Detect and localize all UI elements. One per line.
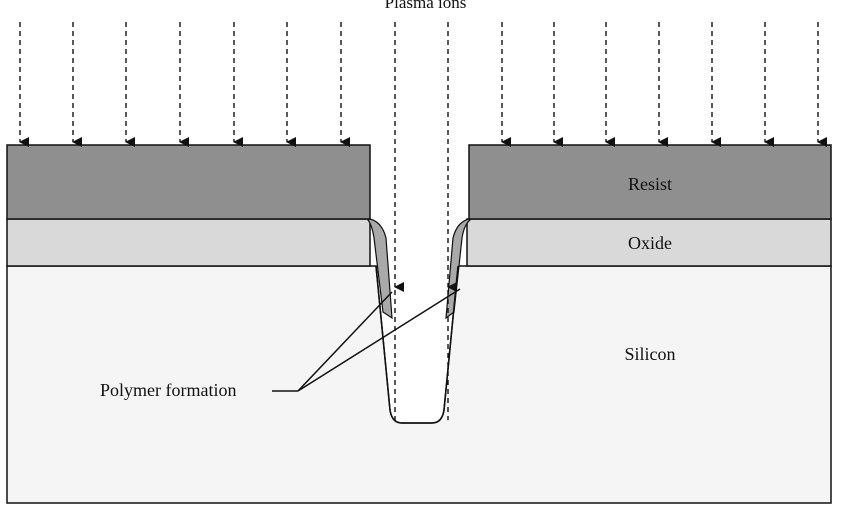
resist-label: Resist [627,174,672,194]
polymer-sidewall-left [367,218,393,320]
trench-outline [375,265,459,424]
plasma-ions-label: Plasma ions [384,0,467,12]
silicon-label: Silicon [624,344,676,364]
resist-layer-right [468,144,832,220]
callout-line-right [297,288,461,392]
resist-layer-left [6,144,371,220]
callout-line-left [297,291,393,392]
oxide-label: Oxide [628,233,672,253]
oxide-layer-left [6,218,371,267]
oxide-layer-right [466,218,832,267]
polymer-formation-label: Polymer formation [100,380,237,400]
ion-arrows [19,22,827,420]
